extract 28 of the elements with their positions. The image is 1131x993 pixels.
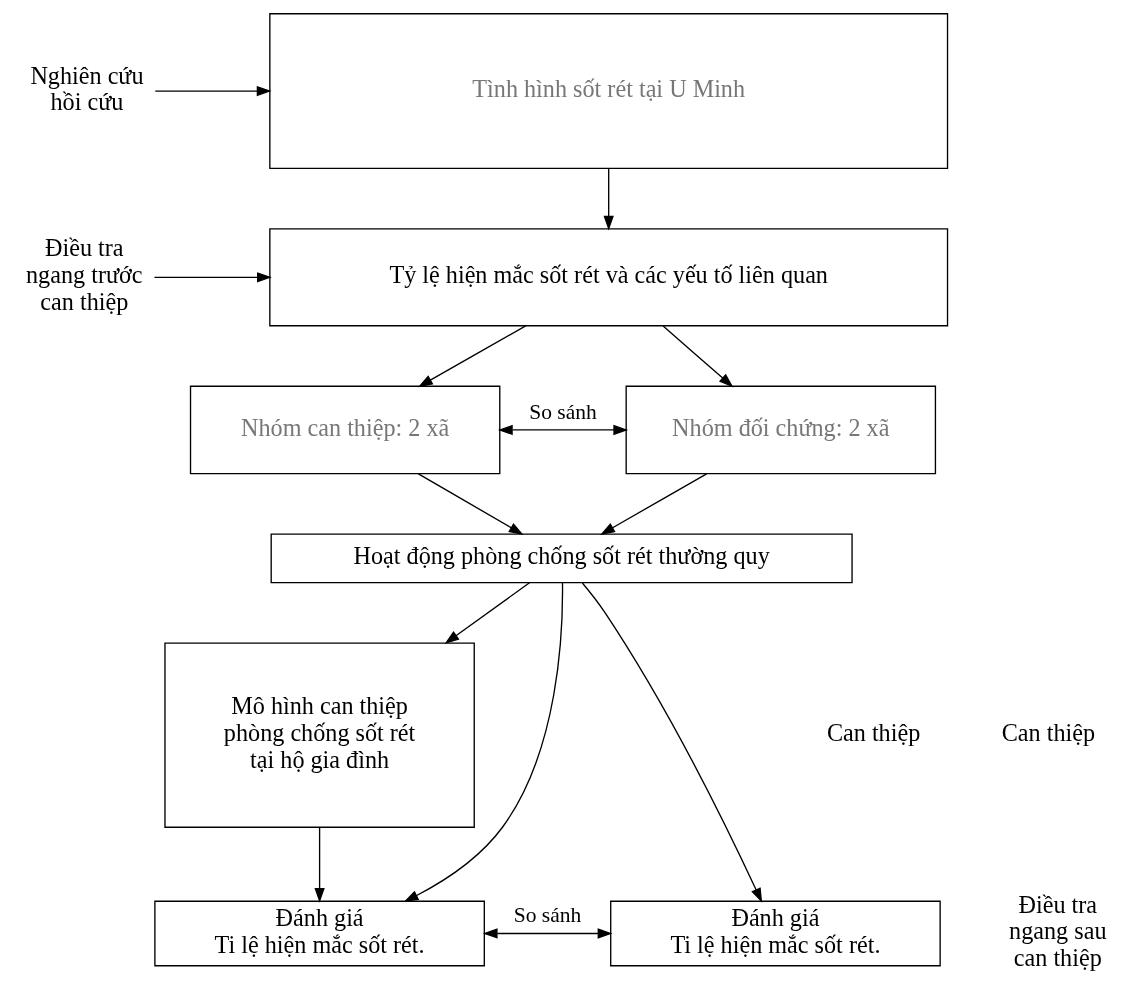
node-box: Nhóm đối chứng: 2 xã bbox=[625, 385, 936, 475]
edge-label: So sánh bbox=[528, 399, 597, 424]
node-box: Đánh giá Ti lệ hiện mắc sốt rét. bbox=[609, 900, 941, 967]
arrow bbox=[153, 272, 272, 283]
arrow bbox=[154, 85, 272, 97]
label: Can thiệp bbox=[826, 719, 920, 747]
node-text: Điều tra ngang trước can thiệp bbox=[25, 234, 143, 316]
node-box: Tình hình sốt rét tại U Minh bbox=[268, 13, 948, 170]
arrow bbox=[403, 581, 563, 902]
label: Điều tra ngang sau can thiệp bbox=[1008, 890, 1106, 972]
node-text: Nghiên cứu hồi cứu bbox=[29, 61, 144, 116]
arrow bbox=[599, 473, 707, 535]
arrow bbox=[313, 826, 325, 903]
node-box: Tỷ lệ hiện mắc sốt rét và các yếu tố liên quan bbox=[268, 228, 948, 327]
arrow bbox=[444, 582, 530, 644]
edge-label: So sánh bbox=[513, 903, 581, 928]
arrow bbox=[417, 325, 526, 388]
arrow bbox=[603, 168, 614, 231]
node-box: Mô hình can thiệp phòng chống sốt rét tại hộ gia đình bbox=[163, 642, 475, 828]
node-box: Hoạt động phòng chống sốt rét thường quy bbox=[270, 533, 853, 584]
label: Can thiệp bbox=[1001, 719, 1095, 747]
node-box: Đánh giá Ti lệ hiện mắc sốt rét. bbox=[153, 900, 485, 967]
arrow bbox=[482, 928, 612, 939]
arrow bbox=[581, 582, 762, 903]
node-box: Nhóm can thiệp: 2 xã bbox=[189, 385, 500, 475]
arrow bbox=[662, 325, 733, 388]
arrow bbox=[417, 473, 524, 535]
arrow bbox=[497, 424, 628, 436]
